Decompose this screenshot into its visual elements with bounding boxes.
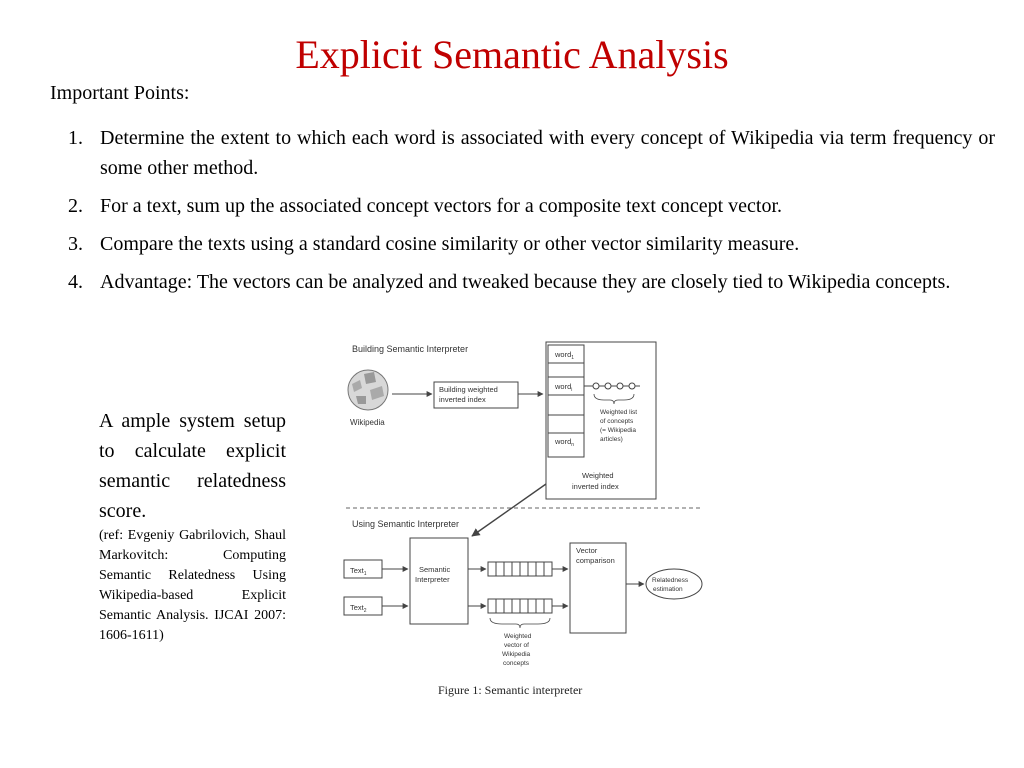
list-item: 1. Determine the extent to which each wo… — [68, 123, 995, 183]
top-section-title: Building Semantic Interpreter — [352, 344, 468, 354]
slide-title: Explicit Semantic Analysis — [295, 32, 729, 77]
list-item-text: Advantage: The vectors can be analyzed a… — [100, 271, 951, 293]
word-cells — [547, 344, 585, 458]
wikipedia-globe-icon — [347, 369, 389, 411]
list-item: 4. Advantage: The vectors can be analyze… — [68, 267, 995, 297]
weighted-list-line4: articles) — [600, 436, 623, 443]
index-label-line2: inverted index — [572, 482, 619, 491]
build-box-line2: inverted index — [439, 395, 486, 404]
word-i-label: wordi — [554, 382, 572, 393]
concept-chain — [584, 382, 640, 390]
weighted-vector-line1: Weighted — [504, 633, 532, 640]
semantic-interpreter-figure: Building Semantic Interpreter Wikipedia … — [338, 338, 708, 704]
semantic-interpreter-box — [409, 537, 469, 625]
relatedness-line1: Relatedness — [652, 577, 689, 584]
vector-comp-line2: comparison — [576, 556, 615, 565]
list-item-text: For a text, sum up the associated concep… — [100, 195, 783, 217]
figure-description: A ample system setup to calculate explic… — [99, 406, 286, 646]
list-item: 3. Compare the texts using a standard co… — [68, 229, 995, 259]
list-item-number: 4. — [68, 271, 83, 293]
figure-caption: Figure 1: Semantic interpreter — [438, 683, 582, 697]
list-item-text: Compare the texts using a standard cosin… — [100, 233, 800, 255]
relatedness-estimation — [645, 568, 703, 600]
text1-label: Text1 — [350, 566, 367, 577]
list-item-number: 1. — [68, 127, 83, 149]
weighted-list-line2: of concepts — [600, 418, 634, 425]
figure-description-main: A ample system setup to calculate explic… — [99, 410, 286, 522]
wikipedia-label: Wikipedia — [350, 418, 385, 427]
interpreter-line1: Semantic — [419, 565, 451, 574]
interpreter-line2: Interpreter — [415, 575, 450, 584]
weighted-list-line1: Weighted list — [600, 409, 637, 416]
arrow-index-to-interpreter — [471, 483, 547, 537]
vector-brace — [489, 617, 551, 629]
list-item-number: 2. — [68, 195, 83, 217]
list-item: 2. For a text, sum up the associated con… — [68, 191, 995, 221]
word-1-label: word1 — [554, 350, 574, 361]
vector-comparison-box — [569, 542, 627, 634]
list-item-text: Determine the extent to which each word … — [100, 127, 995, 179]
text2-label: Text2 — [350, 603, 367, 614]
concept-vector-2 — [487, 598, 553, 614]
figure-reference: (ref: Evgeniy Gabrilovich, Shaul Markovi… — [99, 528, 286, 643]
relatedness-line2: estimation — [653, 586, 683, 593]
semantic-interpreter-diagram: Building Semantic Interpreter Wikipedia … — [343, 341, 703, 697]
list-item-number: 3. — [68, 233, 83, 255]
bottom-section-title: Using Semantic Interpreter — [352, 519, 459, 529]
important-points-heading: Important Points: — [50, 82, 190, 104]
weighted-vector-line3: Wikipedia — [502, 651, 531, 658]
points-list: 1. Determine the extent to which each wo… — [68, 123, 995, 305]
weighted-vector-line4: concepts — [503, 660, 530, 667]
index-label-line1: Weighted — [582, 471, 614, 480]
word-n-label: wordn — [554, 437, 574, 448]
vector-comp-line1: Vector — [576, 546, 598, 555]
weighted-list-line3: (= Wikipedia — [600, 427, 636, 434]
concept-vector-1 — [487, 561, 553, 577]
build-box-line1: Building weighted — [439, 385, 498, 394]
weighted-vector-line2: vector of — [504, 642, 529, 649]
build-index-box — [433, 381, 519, 409]
concept-brace — [593, 393, 635, 405]
